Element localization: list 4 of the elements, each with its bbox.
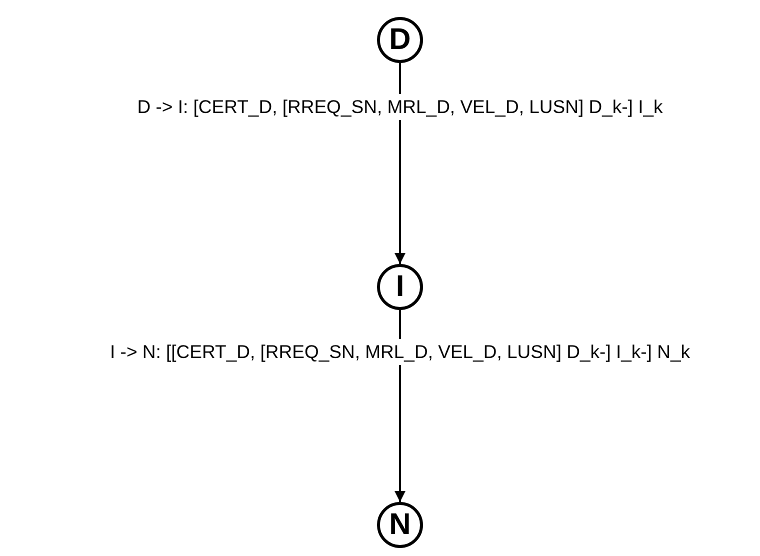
state-circle: I (377, 264, 423, 310)
state-circle: D (377, 17, 423, 63)
arrow (394, 63, 406, 264)
state-circle: N (377, 502, 423, 548)
